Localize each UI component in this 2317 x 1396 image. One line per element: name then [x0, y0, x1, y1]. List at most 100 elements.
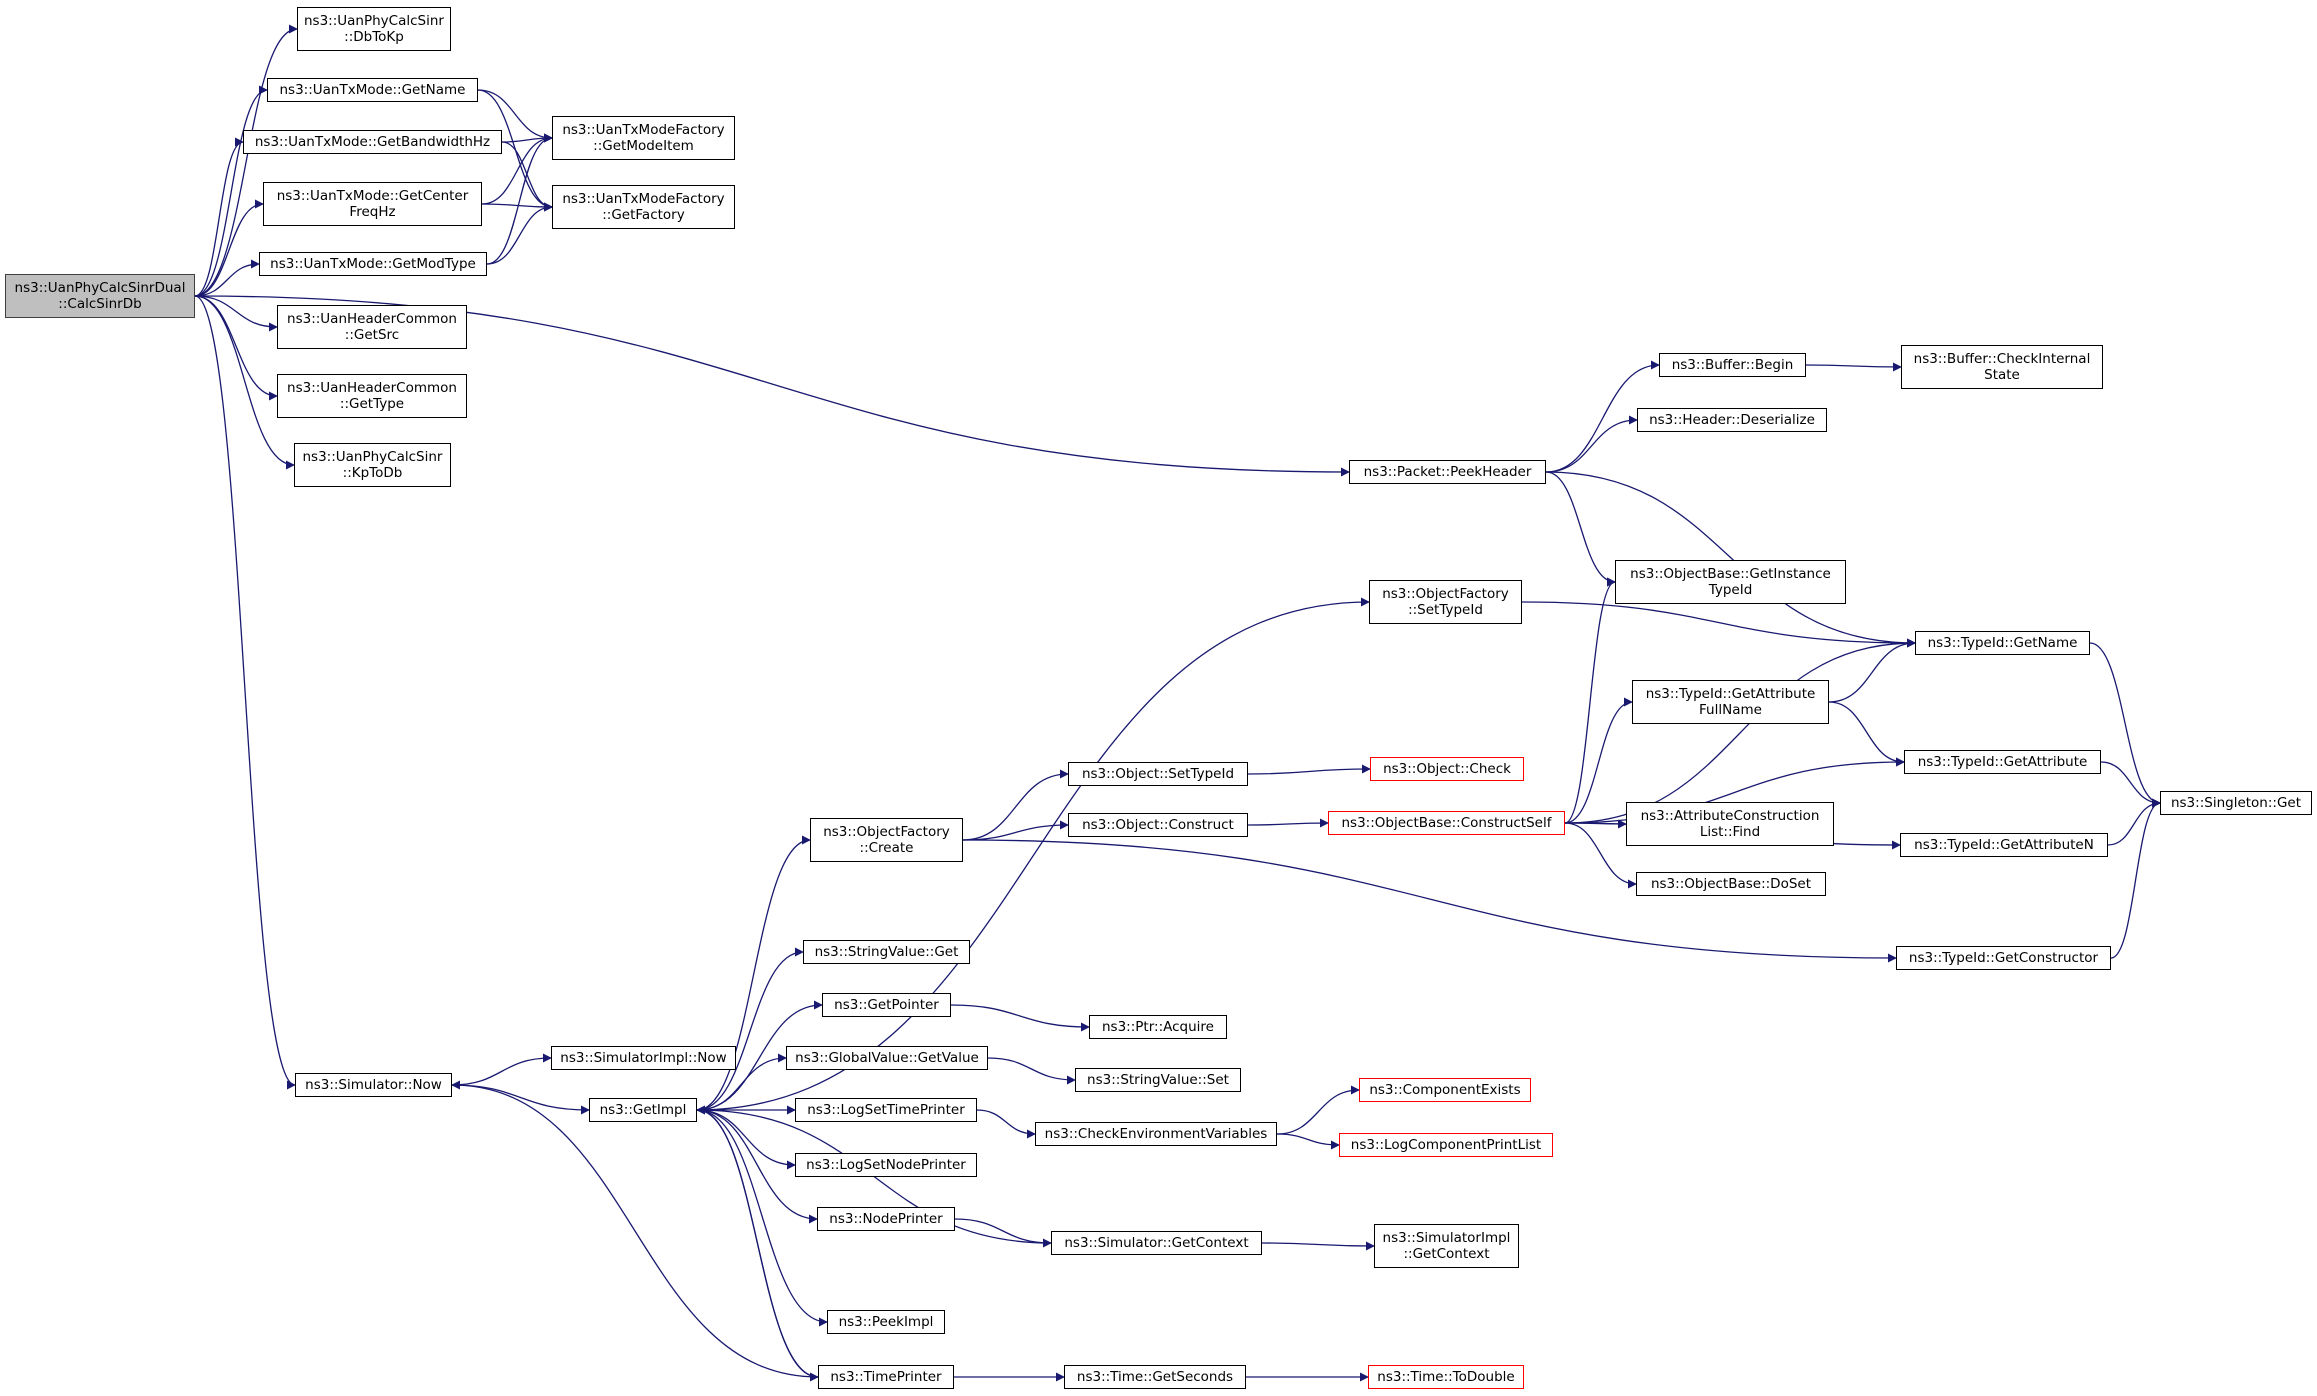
edge-root-to-kptodb — [194, 295, 295, 470]
node-typeid-getconstructor[interactable]: ns3::TypeId::GetConstructor — [1896, 946, 2111, 970]
edge-typeid_getname-to-singleton_get — [2089, 642, 2161, 808]
node-nodeprinter[interactable]: ns3::NodePrinter — [817, 1207, 955, 1231]
node-getpointer[interactable]: ns3::GetPointer — [822, 993, 951, 1017]
edge-simulator_now-to-getimpl — [451, 1084, 590, 1115]
edge-constructself-to-objectbase_doset — [1564, 822, 1637, 889]
edge-constructself-to-getattributefullname — [1564, 697, 1633, 824]
edge-getcenter-to-getmodeitem — [481, 133, 553, 205]
node-uantxmodefactory-getfactory[interactable]: ns3::UanTxModeFactory ::GetFactory — [552, 185, 735, 229]
node-simulator-getcontext[interactable]: ns3::Simulator::GetContext — [1051, 1231, 1262, 1255]
node-time-getseconds[interactable]: ns3::Time::GetSeconds — [1064, 1365, 1246, 1389]
node-simulatorimpl-now[interactable]: ns3::SimulatorImpl::Now — [551, 1046, 736, 1070]
node-checkenvironmentvariables[interactable]: ns3::CheckEnvironmentVariables — [1035, 1122, 1277, 1146]
edge-getimpl-to-nodeprinter — [696, 1109, 818, 1224]
node-stringvalue-get[interactable]: ns3::StringValue::Get — [803, 940, 970, 964]
node-getimpl[interactable]: ns3::GetImpl — [589, 1098, 697, 1122]
node-typeid-getattributefullname[interactable]: ns3::TypeId::GetAttribute FullName — [1632, 680, 1829, 724]
node-logsetnodeprinter[interactable]: ns3::LogSetNodePrinter — [795, 1153, 977, 1177]
node-objectbase-doset[interactable]: ns3::ObjectBase::DoSet — [1636, 872, 1826, 896]
node-uantxmode-getcenterfreqhz[interactable]: ns3::UanTxMode::GetCenter FreqHz — [263, 182, 482, 226]
node-logcomponentprintlist[interactable]: ns3::LogComponentPrintList — [1339, 1133, 1553, 1157]
edge-object_construct-to-constructself — [1247, 818, 1329, 828]
edge-constructself-to-getinstancetypeid — [1564, 577, 1616, 824]
edge-root-to-getbandwidth — [194, 137, 244, 297]
edge-getattributefullname-to-typeid_getattribute — [1828, 701, 1905, 767]
edge-getcenter-to-getfactory — [481, 202, 553, 212]
node-kptodb[interactable]: ns3::UanPhyCalcSinr ::KpToDb — [294, 443, 451, 487]
edge-checkenvvars-to-logcomponentprintlist — [1276, 1133, 1340, 1150]
edge-getimpl-to-settypeid_factory — [696, 597, 1370, 1111]
edge-object_settypeid-to-object_check — [1247, 764, 1371, 775]
node-attributeconstructionlist-find[interactable]: ns3::AttributeConstruction List::Find — [1626, 802, 1834, 846]
node-typeid-getattributen[interactable]: ns3::TypeId::GetAttributeN — [1900, 833, 2108, 857]
edge-root-to-simulator_now — [194, 295, 296, 1090]
edge-getname_mode-to-getmodeitem — [477, 89, 553, 143]
edge-logsettimeprinter-to-checkenvvars — [976, 1109, 1036, 1139]
node-ptr-acquire[interactable]: ns3::Ptr::Acquire — [1089, 1015, 1227, 1039]
edge-root-to-getsrc — [194, 295, 278, 332]
edge-typeid_getattribute-to-singleton_get — [2100, 761, 2161, 808]
edge-buffer_begin-to-buffer_check — [1805, 362, 1902, 372]
edge-objectfactory_create-to-object_settypeid — [962, 769, 1069, 841]
edge-getimpl-to-peekimpl — [696, 1109, 828, 1327]
edge-peekheader-to-header_deserialize — [1545, 415, 1638, 473]
edge-timeprinter-to-simulator_now — [451, 1080, 819, 1378]
edge-getimpl-to-globalvalue_getvalue — [696, 1053, 787, 1111]
edge-getconstructor-to-singleton_get — [2110, 798, 2161, 959]
edge-peekheader-to-buffer_begin — [1545, 360, 1660, 473]
node-componentexists[interactable]: ns3::ComponentExists — [1359, 1078, 1531, 1102]
node-object-check[interactable]: ns3::Object::Check — [1370, 757, 1524, 781]
edge-root-to-getcenter — [194, 199, 264, 297]
edge-peekheader-to-typeid_getname — [1545, 471, 1916, 648]
node-singleton-get[interactable]: ns3::Singleton::Get — [2160, 791, 2312, 815]
node-logsettimeprinter[interactable]: ns3::LogSetTimePrinter — [795, 1098, 977, 1122]
node-uantxmode-getname[interactable]: ns3::UanTxMode::GetName — [267, 78, 478, 102]
edge-settypeid_factory-to-typeid_getname — [1521, 601, 1916, 648]
node-typeid-getname[interactable]: ns3::TypeId::GetName — [1915, 631, 2090, 655]
node-timeprinter[interactable]: ns3::TimePrinter — [818, 1365, 954, 1389]
edge-root-to-getname_mode — [194, 85, 268, 297]
node-root-calcsinrdb: ns3::UanPhyCalcSinrDual ::CalcSinrDb — [5, 274, 195, 318]
edge-simulator_getcontext-to-simimpl_getcontext — [1261, 1241, 1375, 1251]
node-header-deserialize[interactable]: ns3::Header::Deserialize — [1637, 408, 1827, 432]
node-object-construct[interactable]: ns3::Object::Construct — [1068, 813, 1248, 837]
edge-getimpl-to-logsetnodeprinter — [696, 1109, 796, 1170]
node-typeid-getattribute[interactable]: ns3::TypeId::GetAttribute — [1904, 750, 2101, 774]
node-globalvalue-getvalue[interactable]: ns3::GlobalValue::GetValue — [786, 1046, 988, 1070]
edge-peekheader-to-getinstancetypeid — [1545, 471, 1616, 587]
node-object-settypeid[interactable]: ns3::Object::SetTypeId — [1068, 762, 1248, 786]
node-stringvalue-set[interactable]: ns3::StringValue::Set — [1075, 1068, 1241, 1092]
node-dbtokp[interactable]: ns3::UanPhyCalcSinr ::DbToKp — [297, 7, 451, 51]
node-objectfactory-settypeid[interactable]: ns3::ObjectFactory ::SetTypeId — [1369, 580, 1522, 624]
node-uantxmodefactory-getmodeitem[interactable]: ns3::UanTxModeFactory ::GetModeItem — [552, 116, 735, 160]
edge-simulator_now-to-simimpl_now — [451, 1053, 552, 1086]
edge-getimpl-to-stringvalue_get — [696, 947, 804, 1111]
node-peekimpl[interactable]: ns3::PeekImpl — [827, 1310, 945, 1334]
edge-getpointer-to-ptr_acquire — [950, 1004, 1090, 1032]
node-simulator-now[interactable]: ns3::Simulator::Now — [295, 1073, 452, 1097]
node-simulatorimpl-getcontext[interactable]: ns3::SimulatorImpl ::GetContext — [1374, 1224, 1519, 1268]
edge-objectfactory_create-to-getconstructor — [962, 839, 1897, 963]
node-objectbase-getinstancetypeid[interactable]: ns3::ObjectBase::GetInstance TypeId — [1615, 560, 1846, 604]
edge-getimpl-to-objectfactory_create — [696, 835, 811, 1111]
edge-checkenvvars-to-componentexists — [1276, 1085, 1360, 1135]
edge-timeprinter-to-getimpl — [696, 1105, 819, 1378]
node-objectbase-constructself[interactable]: ns3::ObjectBase::ConstructSelf — [1328, 811, 1565, 835]
node-buffer-begin[interactable]: ns3::Buffer::Begin — [1659, 353, 1806, 377]
node-uanheadercommon-gettype[interactable]: ns3::UanHeaderCommon ::GetType — [277, 374, 467, 418]
edge-getmodtype-to-getfactory — [486, 202, 553, 265]
node-time-todouble[interactable]: ns3::Time::ToDouble — [1368, 1365, 1524, 1389]
edge-getattributefullname-to-typeid_getname — [1828, 638, 1916, 703]
edge-root-to-getmodtype — [194, 259, 260, 297]
node-uantxmode-getbandwidthhz[interactable]: ns3::UanTxMode::GetBandwidthHz — [243, 130, 502, 154]
edge-getmodtype-to-getmodeitem — [486, 133, 553, 265]
edge-root-to-dbtokp — [194, 24, 298, 297]
node-packet-peekheader[interactable]: ns3::Packet::PeekHeader — [1349, 460, 1546, 484]
node-objectfactory-create[interactable]: ns3::ObjectFactory ::Create — [810, 818, 963, 862]
node-uanheadercommon-getsrc[interactable]: ns3::UanHeaderCommon ::GetSrc — [277, 305, 467, 349]
call-edges — [194, 24, 2161, 1382]
node-uantxmode-getmodtype[interactable]: ns3::UanTxMode::GetModType — [259, 252, 487, 276]
node-buffer-checkinternalstate[interactable]: ns3::Buffer::CheckInternal State — [1901, 345, 2103, 389]
edge-globalvalue_getvalue-to-stringvalue_set — [987, 1057, 1076, 1085]
